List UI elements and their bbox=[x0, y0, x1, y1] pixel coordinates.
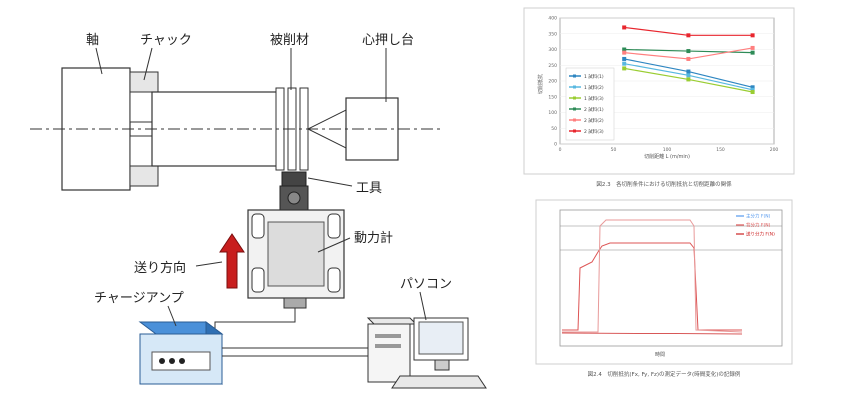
chart1-ytick-label: 300 bbox=[548, 47, 557, 53]
chart1-ylabel: 切削抵抗 bbox=[537, 74, 544, 94]
chart1-xtick-label: 150 bbox=[716, 147, 725, 153]
label-tool: 工具 bbox=[356, 181, 382, 196]
chart1-ytick-label: 250 bbox=[548, 63, 557, 69]
diagram-labels: 軸 チャック 被削材 心押し台 工具 動力計 送り方向 チャージアンプ パソコン bbox=[86, 33, 452, 327]
label-tailstock: 心押し台 bbox=[362, 33, 414, 48]
chuck-jaw-lower bbox=[129, 135, 153, 167]
chart2-plot-area bbox=[559, 209, 783, 347]
chart2-xlabel: 時間 bbox=[655, 352, 665, 358]
chart1-data-point bbox=[686, 69, 691, 74]
chart2-legend-label: 背分力 F(N) bbox=[746, 222, 771, 229]
chart1-xlabel: 切削距離 L (m/min) bbox=[644, 153, 690, 160]
chart1-ytick-label: 200 bbox=[548, 79, 557, 85]
chart1-legend-marker bbox=[573, 85, 576, 89]
chart2-trace-base bbox=[561, 332, 743, 335]
chart1-ytick-label: 400 bbox=[548, 16, 557, 22]
chart1-data-point bbox=[750, 90, 755, 95]
chart1-data-point bbox=[750, 50, 755, 55]
label-spindle: 軸 bbox=[86, 33, 99, 48]
label-charge-amp: チャージアンプ bbox=[94, 291, 184, 306]
chart1-caption: 図2.3 各切削条件における切削抵抗と切削距離の関係 bbox=[596, 180, 732, 188]
chart1-legend-label: 1 試料(1) bbox=[584, 73, 604, 80]
lathe-diagram bbox=[30, 67, 487, 389]
chart1-legend-label: 2 試料(3) bbox=[584, 128, 604, 135]
chart1-ytick-label: 350 bbox=[548, 31, 557, 37]
chart1-xtick-label: 50 bbox=[611, 147, 617, 153]
chart1-legend-marker bbox=[573, 96, 576, 100]
chart1-legend-label: 2 試料(1) bbox=[584, 106, 604, 113]
charge-amplifier bbox=[138, 321, 224, 385]
chart1-ytick-label: 150 bbox=[548, 94, 557, 100]
chuck-jaw-upper bbox=[129, 91, 153, 123]
chart1-legend-marker bbox=[573, 129, 576, 133]
chart1-legend-marker bbox=[573, 74, 576, 78]
chart1-data-point bbox=[750, 45, 755, 50]
chart2-trace-upper bbox=[562, 219, 743, 333]
chart2-legend-label: 送り分力 F(N) bbox=[746, 231, 775, 238]
dynamometer-cable bbox=[214, 308, 296, 332]
chart1-data-point bbox=[622, 61, 627, 66]
chart1-data-point bbox=[686, 56, 691, 61]
tool bbox=[279, 171, 309, 211]
chart1-data-point bbox=[750, 33, 755, 38]
chart1-xtick-label: 0 bbox=[559, 147, 562, 153]
label-feed-direction: 送り方向 bbox=[134, 260, 186, 276]
chart1-xtick-label: 200 bbox=[770, 147, 779, 153]
chart1-data-point bbox=[622, 50, 627, 55]
chart1-data-point bbox=[622, 47, 627, 52]
label-chuck: チャック bbox=[140, 33, 192, 48]
chart1-data-point bbox=[686, 33, 691, 38]
label-pc: パソコン bbox=[400, 277, 452, 292]
chart1-data-point bbox=[686, 73, 691, 78]
chart1-ytick-label: 50 bbox=[551, 126, 557, 132]
chart1-legend-label: 1 試料(2) bbox=[584, 84, 604, 91]
chart1-ytick-label: 0 bbox=[554, 142, 557, 148]
chart2-caption: 図2.4 切削抵抗(Fx, Fy, Fz)の測定データ(時間変化)の記録例 bbox=[588, 370, 741, 378]
chart1-xtick-label: 100 bbox=[663, 147, 672, 153]
chart1-data-point bbox=[686, 77, 691, 82]
chart1-ytick-label: 100 bbox=[548, 110, 557, 116]
chart1-data-point bbox=[622, 56, 627, 61]
chuck-jaw-bottom bbox=[129, 165, 159, 187]
chart1-data-point bbox=[686, 49, 691, 54]
cutting-force-chart: 0 50 100 150 200 250 300 350 400 0 50 100 150 200 1 … bbox=[523, 7, 795, 188]
chart1-legend-marker bbox=[573, 118, 576, 122]
chart1-data-point bbox=[750, 87, 755, 92]
chuck-jaw-top bbox=[129, 71, 159, 93]
spindle-body bbox=[61, 67, 131, 191]
chart2-legend-label: 主分力 F(N) bbox=[746, 213, 771, 220]
chart1-legend-label: 1 試料(3) bbox=[584, 95, 604, 102]
chart1-legend-marker bbox=[573, 107, 576, 111]
personal-computer bbox=[366, 317, 487, 389]
chart1-data-point bbox=[750, 85, 755, 90]
force-time-chart: 主分力 F(N) 背分力 F(N) 送り分力 F(N) 時間 図2.4 切削抵抗(F… bbox=[535, 199, 793, 378]
chart1-legend-box bbox=[565, 67, 615, 141]
dynamometer bbox=[247, 209, 345, 309]
chart1-data-point bbox=[622, 25, 627, 30]
chart1-data-point bbox=[622, 66, 627, 71]
feed-direction-arrow bbox=[219, 233, 245, 289]
label-workpiece: 被削材 bbox=[270, 33, 309, 48]
chart1-legend-label: 2 試料(2) bbox=[584, 117, 604, 124]
label-dynamometer: 動力計 bbox=[354, 230, 393, 246]
